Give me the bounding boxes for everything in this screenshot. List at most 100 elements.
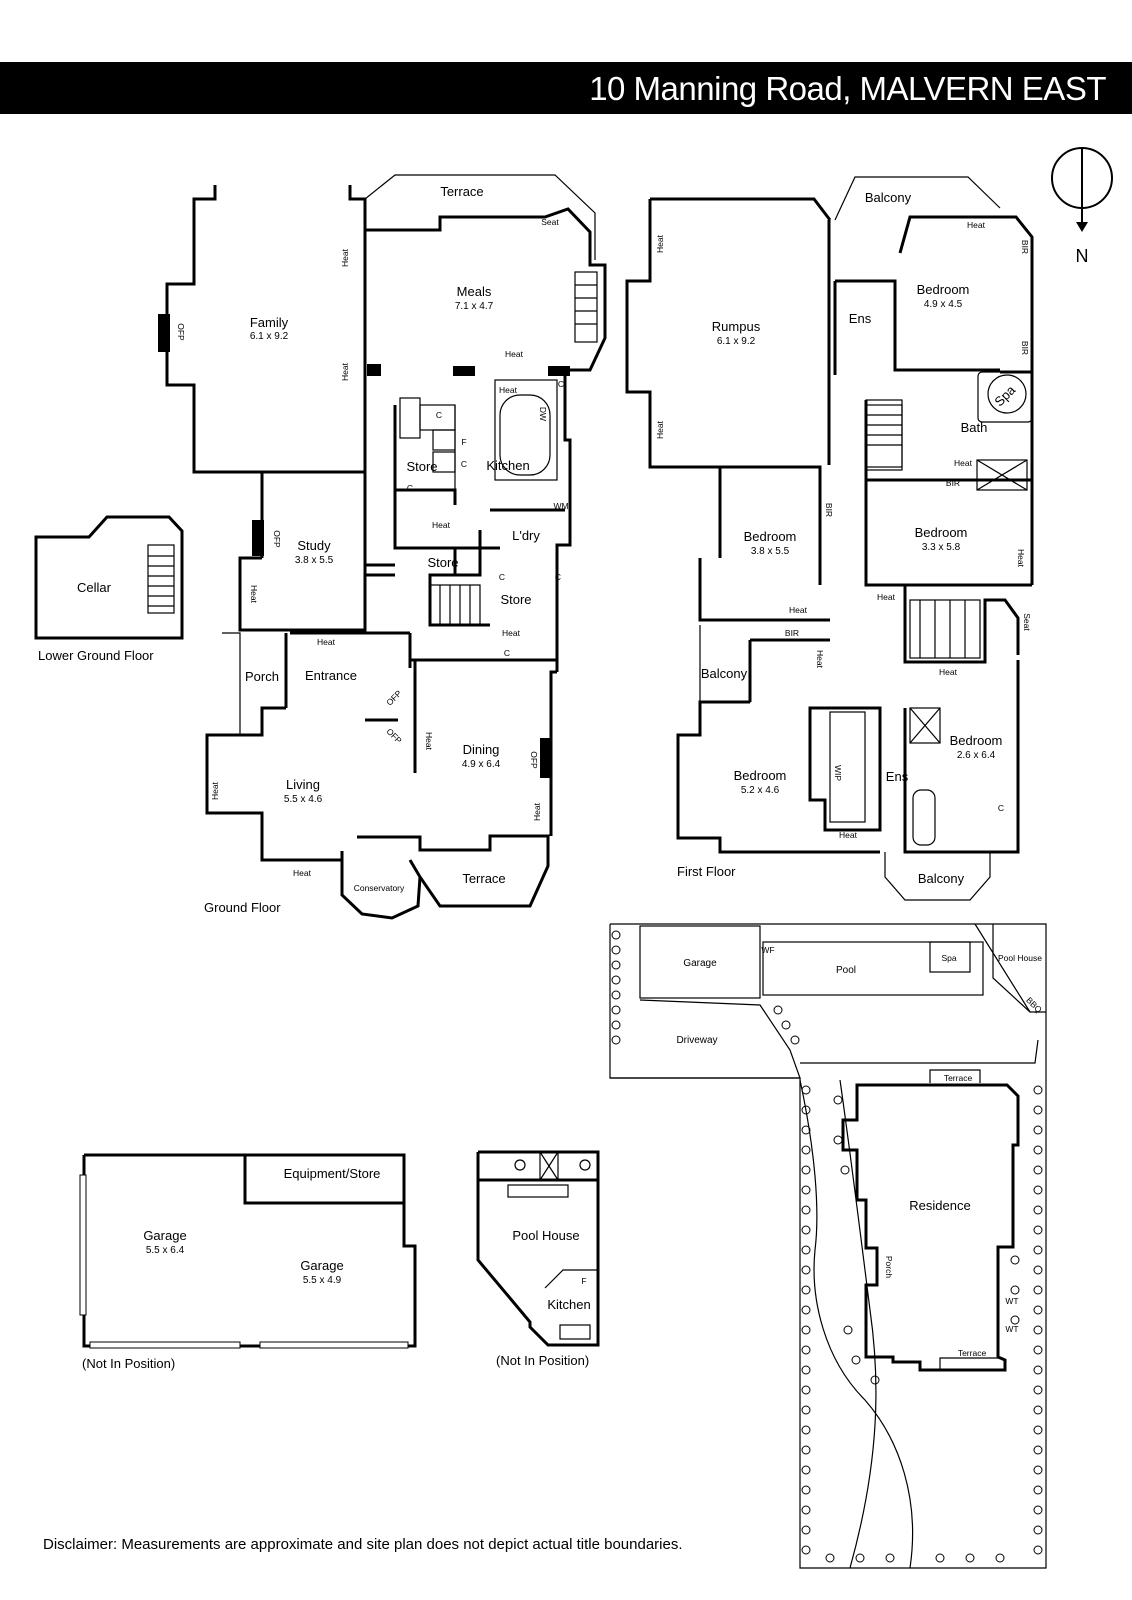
bir-label: BIR (1020, 240, 1030, 254)
pool-house-not-in-position-label: (Not In Position) (496, 1353, 589, 1368)
bedroom-ne-label: Bedroom (917, 282, 970, 297)
heat-label: Heat (939, 667, 958, 677)
site-wt-label-1: WT (1005, 1296, 1018, 1306)
heat-label: Heat (815, 650, 825, 669)
lower-ground-floor-label: Lower Ground Floor (38, 648, 154, 663)
site-garage-label: Garage (683, 958, 717, 969)
ground-floor-plan (158, 174, 607, 920)
c-label: C (461, 459, 467, 469)
dining-room-label: Dining (463, 742, 500, 757)
study-room-label: Study (297, 538, 331, 553)
balcony-top-label: Balcony (865, 190, 912, 205)
ground-floor-label: Ground Floor (204, 900, 281, 915)
heat-label: Heat (317, 637, 336, 647)
seat-label: Seat (541, 217, 559, 227)
cellar-label: Cellar (77, 580, 112, 595)
garage-1-label: Garage (143, 1228, 186, 1243)
heat-label: Heat (877, 592, 896, 602)
spa-label: Spa (991, 382, 1019, 410)
ofp-label: OFP (529, 751, 539, 769)
bir-label: BIR (946, 478, 960, 488)
seat-label: Seat (1022, 613, 1032, 631)
bedroom-se-label: Bedroom (950, 733, 1003, 748)
heat-label: Heat (293, 868, 312, 878)
heat-label: Heat (954, 458, 973, 468)
garage-not-in-position-label: (Not In Position) (82, 1356, 175, 1371)
c-label: C (555, 572, 561, 582)
dishwasher-label: DW (538, 407, 548, 421)
bedroom-ne-size: 4.9 x 4.5 (924, 299, 963, 310)
heat-label: Heat (1016, 549, 1026, 568)
ofp-label: OFP (176, 323, 186, 341)
bedroom-w-label: Bedroom (744, 529, 797, 544)
site-terrace-top-label: Terrace (944, 1073, 973, 1083)
site-residence-label: Residence (909, 1198, 970, 1213)
heat-label: Heat (499, 385, 518, 395)
c-label: C (499, 572, 505, 582)
c-label: C (407, 483, 413, 493)
site-wf-label: WF (761, 945, 774, 955)
ofp-label: OFP (384, 726, 404, 746)
dining-room-size: 4.9 x 6.4 (462, 759, 501, 770)
balcony-bottom-label: Balcony (918, 871, 965, 886)
cellar-plan (34, 515, 184, 640)
heat-label: Heat (340, 362, 350, 381)
porch-label: Porch (245, 669, 279, 684)
bath-label: Bath (961, 420, 988, 435)
heat-label: Heat (967, 220, 986, 230)
heat-label: Heat (432, 520, 451, 530)
study-room-size: 3.8 x 5.5 (295, 555, 334, 566)
bir-label: BIR (824, 503, 834, 517)
header-bar: 10 Manning Road, MALVERN EAST (0, 62, 1132, 114)
pool-house-plan (476, 1150, 600, 1347)
heat-label: Heat (655, 234, 665, 253)
kitchen-label: Kitchen (486, 458, 529, 473)
family-room-size: 6.1 x 9.2 (250, 331, 289, 342)
site-pool-label: Pool (836, 965, 856, 976)
ofp-label: OFP (272, 530, 282, 548)
north-compass-icon (1051, 147, 1113, 232)
ensuite-top-label: Ens (849, 311, 872, 326)
garage-plan (79, 1153, 417, 1349)
first-floor-label: First Floor (677, 864, 736, 879)
c-label: C (998, 803, 1004, 813)
pool-house-kitchen-label: Kitchen (547, 1297, 590, 1312)
page-title: 10 Manning Road, MALVERN EAST (589, 70, 1106, 107)
bedroom-e-size: 3.3 x 5.8 (922, 542, 961, 553)
bedroom-se-size: 2.6 x 6.4 (957, 750, 996, 761)
heat-label: Heat (502, 628, 521, 638)
heat-label: Heat (532, 802, 542, 821)
store-label-1: Store (406, 459, 437, 474)
rumpus-label: Rumpus (712, 319, 761, 334)
ofp-label: OFP (384, 688, 404, 708)
equipment-store-label: Equipment/Store (284, 1166, 381, 1181)
f-label: F (461, 437, 466, 447)
rumpus-size: 6.1 x 9.2 (717, 336, 756, 347)
site-wt-label-2: WT (1005, 1324, 1018, 1334)
heat-label: Heat (424, 732, 434, 751)
garage-2-size: 5.5 x 4.9 (303, 1275, 342, 1286)
heat-label: Heat (210, 781, 220, 800)
c-label: C (436, 410, 442, 420)
heat-label: Heat (249, 585, 259, 604)
heat-label: Heat (340, 248, 350, 267)
entrance-label: Entrance (305, 668, 357, 683)
bir-label: BIR (785, 628, 799, 638)
pool-house-fridge-label: F (581, 1276, 586, 1286)
site-plan (609, 923, 1047, 1569)
wip-label: WIP (833, 765, 843, 781)
laundry-label: L'dry (512, 528, 540, 543)
heat-label: Heat (789, 605, 808, 615)
terrace-bottom-label: Terrace (462, 871, 505, 886)
washing-machine-label: WM (553, 501, 568, 511)
family-room-label: Family (250, 315, 289, 330)
bedroom-w-size: 3.8 x 5.5 (751, 546, 790, 557)
pool-house-label: Pool House (512, 1228, 579, 1243)
site-pool-house-label: Pool House (998, 953, 1042, 963)
first-floor-plan (625, 176, 1034, 901)
c-label: C (558, 379, 564, 389)
meals-room-label: Meals (457, 284, 492, 299)
heat-label: Heat (839, 830, 858, 840)
garage-1-size: 5.5 x 6.4 (146, 1245, 185, 1256)
